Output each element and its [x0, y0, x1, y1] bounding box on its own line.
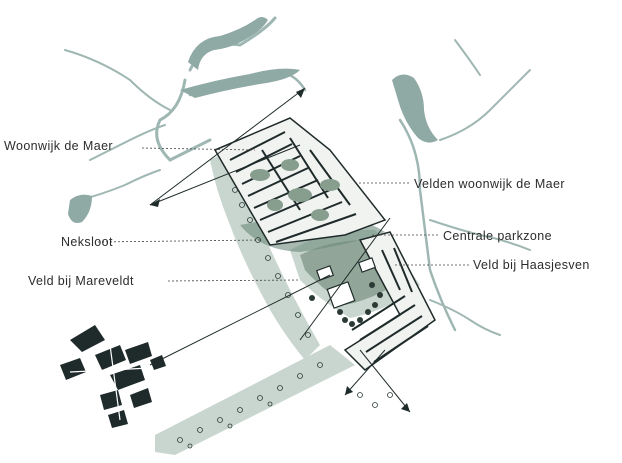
waterway-north-east: [454, 39, 481, 76]
waterway-east-2: [439, 69, 531, 141]
arrow-north-west-axis: [149, 87, 306, 206]
waterway-west-1: [64, 49, 171, 111]
waterway-east-4: [429, 299, 501, 336]
central-trees: [309, 282, 383, 327]
leader-woonwijk: [141, 147, 256, 151]
pond-west: [68, 194, 92, 223]
arrow-cross-axis: [149, 144, 301, 206]
building-central-3: [357, 257, 377, 273]
label-veld-bij-haasjesven: Veld bij Haasjesven: [473, 258, 590, 272]
building-central-2: [315, 265, 335, 281]
park-trees: [177, 187, 393, 449]
arrowhead-sw: [345, 386, 353, 395]
waterway-east-1: [398, 118, 457, 332]
arrowhead-se: [401, 403, 410, 412]
label-woonwijk-de-maer: Woonwijk de Maer: [4, 139, 113, 153]
residential-south-blocks: [351, 247, 429, 363]
label-centrale-parkzone: Centrale parkzone: [443, 229, 552, 243]
arrow-south-axis: [344, 349, 386, 396]
waterway-west-2: [89, 124, 166, 161]
village-roads: [69, 344, 151, 421]
arrowhead-w: [150, 199, 160, 207]
residential-north-blocks: [229, 131, 357, 243]
park-band-west: [210, 150, 320, 360]
sight-lines: [149, 87, 411, 413]
leader-lines: [97, 147, 470, 282]
central-buildings: [315, 257, 377, 309]
label-veld-bij-mareveldt: Veld bij Mareveldt: [28, 274, 134, 288]
pond-north-channel: [180, 68, 300, 98]
pond-east: [392, 74, 438, 143]
label-velden-woonwijk-de-maer: Velden woonwijk de Maer: [414, 177, 565, 191]
connection-line-village: [149, 274, 331, 366]
pond-north-loop: [188, 17, 268, 70]
village-cluster: [60, 325, 166, 428]
arrowhead-ne: [296, 88, 305, 98]
label-neksloot: Neksloot: [61, 235, 113, 249]
connection-line-north: [299, 217, 391, 341]
waterway-east-3: [429, 219, 531, 251]
residential-south: [343, 231, 436, 371]
residential-north: [213, 117, 387, 246]
arrowheads: [150, 88, 410, 412]
residential-north-greens: [250, 159, 340, 221]
residential-north-outline: [213, 117, 387, 246]
water-bodies: [68, 17, 438, 223]
waterway-west-3: [79, 169, 161, 201]
park-south-strip: [155, 345, 355, 455]
arrow-south-east-axis: [359, 349, 411, 413]
leader-neksloot: [97, 239, 261, 243]
